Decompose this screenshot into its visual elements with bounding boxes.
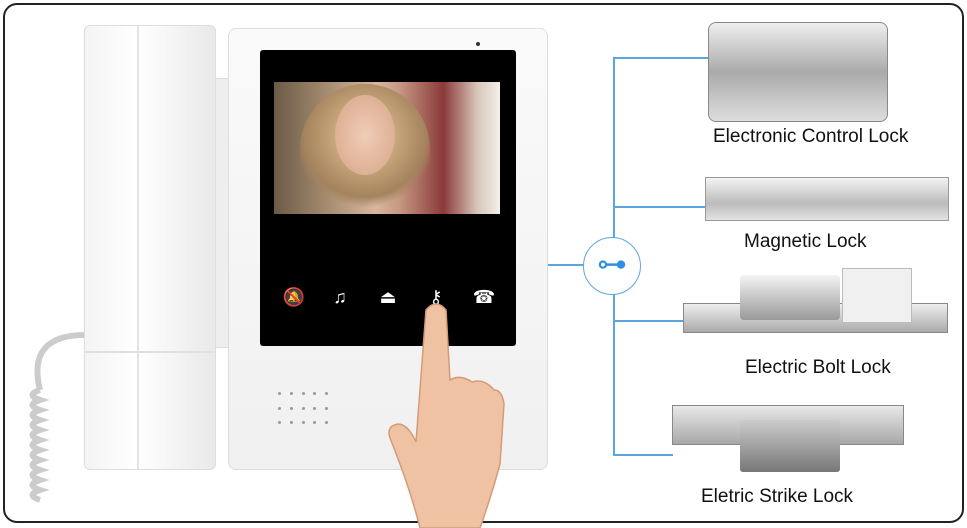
lock-label: Eletric Strike Lock	[701, 486, 854, 507]
magnetic-lock-image	[705, 177, 949, 221]
handset-cord	[29, 332, 86, 503]
image-frame	[3, 3, 964, 523]
branch-3	[613, 320, 683, 322]
monitor-connector	[548, 264, 584, 266]
music-note-icon[interactable]: ♫	[333, 287, 347, 307]
handset[interactable]	[84, 25, 216, 470]
key-icon: ⊶	[583, 237, 641, 295]
unlock-key-icon[interactable]: ⚷	[429, 287, 443, 307]
branch-2	[613, 206, 705, 208]
camera-dot	[476, 42, 480, 46]
pointing-hand	[388, 303, 505, 528]
phone-icon[interactable]: ☎	[472, 287, 496, 307]
branch-4	[613, 454, 673, 456]
electric-bolt-lock-image	[740, 275, 840, 320]
lock-label: Magnetic Lock	[744, 231, 867, 252]
branch-1	[613, 57, 708, 59]
electronic-control-lock-image	[708, 22, 888, 122]
electric-strike-lock-image	[740, 420, 840, 472]
lock-label: Electronic Control Lock	[713, 126, 909, 147]
lock-label: Electric Bolt Lock	[745, 357, 891, 378]
speaker-grille	[278, 392, 333, 432]
monitor-person-icon[interactable]: ⏏	[379, 287, 397, 307]
bolt-lock-terminal	[842, 268, 912, 323]
bell-off-icon[interactable]: 🔕	[282, 287, 306, 307]
visitor-face	[335, 95, 395, 175]
